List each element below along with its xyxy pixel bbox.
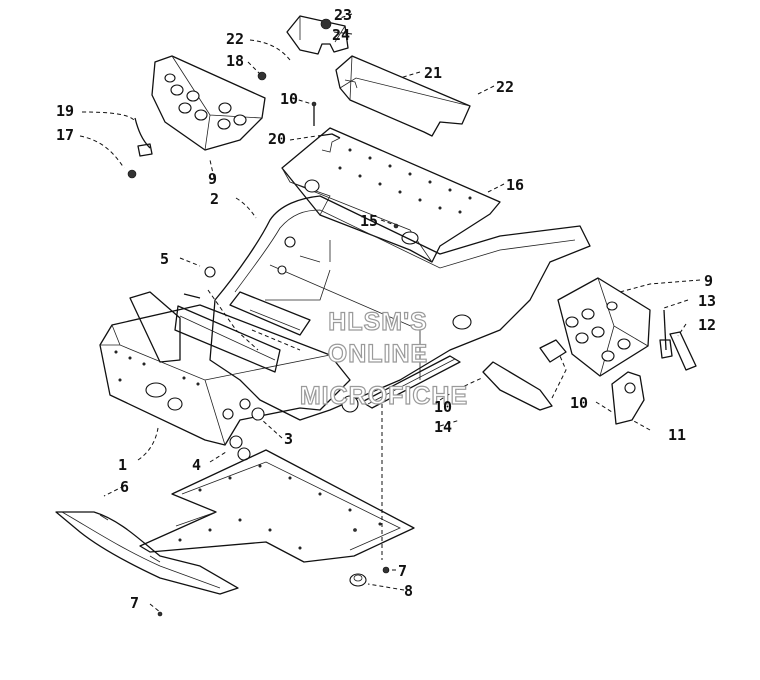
leader-lines bbox=[79, 13, 701, 613]
callout-labels: 23 22 24 18 21 22 10 19 17 20 9 16 2 15 … bbox=[56, 6, 716, 612]
watermark-line-1: HLSM'S bbox=[328, 308, 427, 336]
callout-8: 8 bbox=[404, 582, 413, 600]
belly-pan bbox=[139, 449, 415, 563]
bolt-part-10-top bbox=[311, 101, 317, 126]
bracket-part-20 bbox=[317, 133, 341, 139]
callout-1: 1 bbox=[118, 456, 127, 474]
bracket-part-10-right bbox=[539, 339, 567, 363]
callout-4: 4 bbox=[192, 456, 201, 474]
callout-16: 16 bbox=[506, 176, 524, 194]
bolt-part-13 bbox=[659, 309, 673, 359]
front-bulkhead-part-1 bbox=[99, 291, 359, 446]
watermark-line-3: MICROFICHE bbox=[300, 382, 468, 410]
fastener-part-15 bbox=[393, 223, 399, 229]
callout-17: 17 bbox=[56, 126, 74, 144]
callout-15: 15 bbox=[360, 212, 378, 230]
callout-3: 3 bbox=[284, 430, 293, 448]
bushings-part-4 bbox=[229, 435, 251, 461]
callout-19: 19 bbox=[56, 102, 74, 120]
callout-22-top: 22 bbox=[226, 30, 244, 48]
nut-part-23 bbox=[320, 18, 332, 30]
callout-10-bottom: 10 bbox=[434, 398, 452, 416]
callout-10-top: 10 bbox=[280, 90, 298, 108]
callout-10-right: 10 bbox=[570, 394, 588, 412]
callout-22-right: 22 bbox=[496, 78, 514, 96]
bolt-part-7-left bbox=[157, 611, 163, 617]
skid-plate-part-6 bbox=[55, 511, 239, 595]
callout-20: 20 bbox=[268, 130, 286, 148]
callout-11: 11 bbox=[668, 426, 686, 444]
callout-13: 13 bbox=[698, 292, 716, 310]
callout-9-left: 9 bbox=[208, 170, 217, 188]
callout-18: 18 bbox=[226, 52, 244, 70]
grommet-part-8 bbox=[349, 573, 367, 587]
hole-plate-part-9-left bbox=[151, 55, 266, 151]
callout-21: 21 bbox=[424, 64, 442, 82]
watermark-line-2: ONLINE bbox=[328, 340, 428, 368]
hole-plate-part-9-right bbox=[557, 277, 651, 377]
strap-part-12 bbox=[669, 331, 697, 371]
main-frame-part-2 bbox=[209, 195, 591, 421]
running-board-rail bbox=[361, 355, 461, 409]
tunnel-plate-part-16 bbox=[281, 127, 501, 263]
callout-12: 12 bbox=[698, 316, 716, 334]
callout-2: 2 bbox=[210, 190, 219, 208]
callout-24: 24 bbox=[332, 26, 350, 44]
callout-5: 5 bbox=[160, 250, 169, 268]
callout-7-left: 7 bbox=[130, 594, 139, 612]
clamp-part-17 bbox=[127, 143, 153, 179]
cable-part-19 bbox=[134, 117, 151, 149]
callout-7-right: 7 bbox=[398, 562, 407, 580]
bushing-part-3 bbox=[251, 407, 265, 421]
callout-9-right: 9 bbox=[704, 272, 713, 290]
callout-6: 6 bbox=[120, 478, 129, 496]
callout-14: 14 bbox=[434, 418, 452, 436]
bracket-part-14 bbox=[482, 361, 553, 411]
callout-23: 23 bbox=[334, 6, 352, 24]
watermark: HLSM'S ONLINE MICROFICHE bbox=[299, 307, 468, 410]
bolt-part-5 bbox=[183, 266, 216, 299]
mount-part-11 bbox=[611, 371, 645, 425]
top-cover-part-21 bbox=[335, 55, 471, 137]
